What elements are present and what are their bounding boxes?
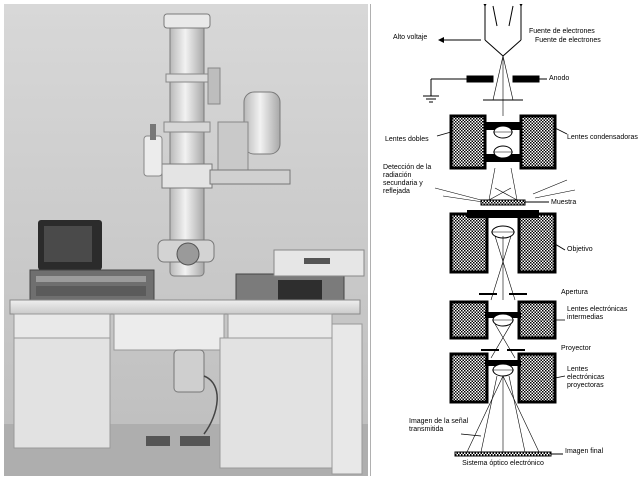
- label-detection: Detección de la radiación secundaria y r…: [383, 164, 432, 195]
- intermediate-lens: [449, 300, 557, 340]
- label-electron-optical-system: Sistema óptico electrónico: [462, 460, 544, 467]
- label-aperture: Apertura: [561, 289, 588, 296]
- label-intermediate-lenses: Lentes electrónicas intermedias: [567, 306, 628, 321]
- label-final-image: Imagen final: [565, 448, 604, 455]
- label-objective: Objetivo: [567, 246, 593, 253]
- label-high-voltage: Alto voltaje: [393, 34, 428, 41]
- label-anode: Anodo: [549, 75, 570, 82]
- schematic-drawing: [423, 4, 576, 457]
- anode: [423, 75, 547, 103]
- objective-lens: [449, 210, 566, 274]
- sample: [480, 199, 549, 206]
- schematic-diagram: Alto voltaje Fuente de electrones Fuente…: [370, 4, 638, 476]
- microscope-photo: [4, 4, 368, 476]
- label-double-lenses: Lentes dobles: [385, 136, 429, 143]
- label-projector-lenses: Lentes electrónicas proyectoras: [567, 366, 605, 389]
- microscope-illustration: [4, 4, 368, 476]
- label-projector: Proyector: [561, 345, 591, 352]
- label-sample: Muestra: [551, 199, 577, 206]
- label-electron-source: Fuente de electrones: [529, 28, 595, 35]
- condenser-lens: [449, 114, 557, 170]
- label-condenser-lenses: Lentes condensadoras: [567, 134, 638, 141]
- final-image-plate: [454, 451, 563, 457]
- label-transmitted-signal-image: Imagen de la señal transmitida: [409, 418, 469, 433]
- electron-source: [438, 4, 524, 57]
- label-electron-source-2: Fuente de electrones: [535, 37, 601, 44]
